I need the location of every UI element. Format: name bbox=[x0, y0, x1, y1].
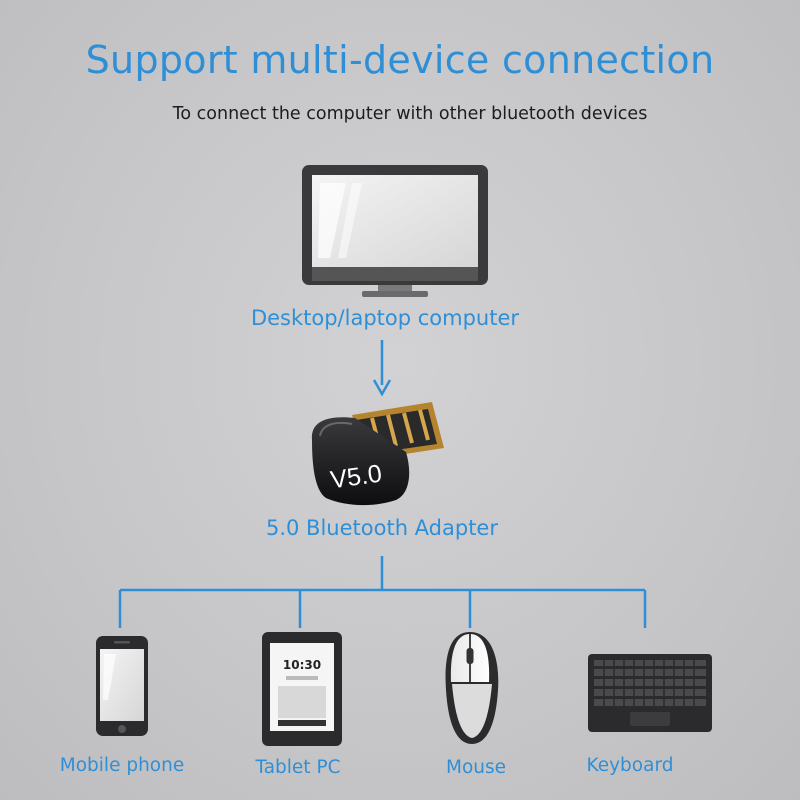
source-label: Desktop/laptop computer bbox=[250, 306, 520, 330]
connection-tree bbox=[118, 556, 647, 628]
keyboard-icon bbox=[588, 654, 712, 732]
phone-icon bbox=[96, 636, 148, 736]
tablet-screen-time: 10:30 bbox=[283, 658, 321, 672]
device-label-mobile-phone: Mobile phone bbox=[59, 755, 185, 776]
device-label-tablet-pc: Tablet PC bbox=[255, 757, 341, 778]
mouse-icon bbox=[445, 632, 499, 744]
arrow-down-icon bbox=[372, 340, 392, 397]
bluetooth-adapter-icon bbox=[311, 402, 444, 506]
page-subtitle: To connect the computer with other bluet… bbox=[172, 104, 648, 124]
device-label-mouse: Mouse bbox=[445, 757, 507, 778]
device-label-keyboard: Keyboard bbox=[586, 755, 674, 776]
monitor-icon bbox=[302, 165, 488, 297]
adapter-label: 5.0 Bluetooth Adapter bbox=[265, 516, 498, 540]
tablet-icon bbox=[262, 632, 342, 746]
page-title: Support multi-device connection bbox=[85, 38, 715, 82]
keyboard-keys bbox=[594, 660, 706, 706]
